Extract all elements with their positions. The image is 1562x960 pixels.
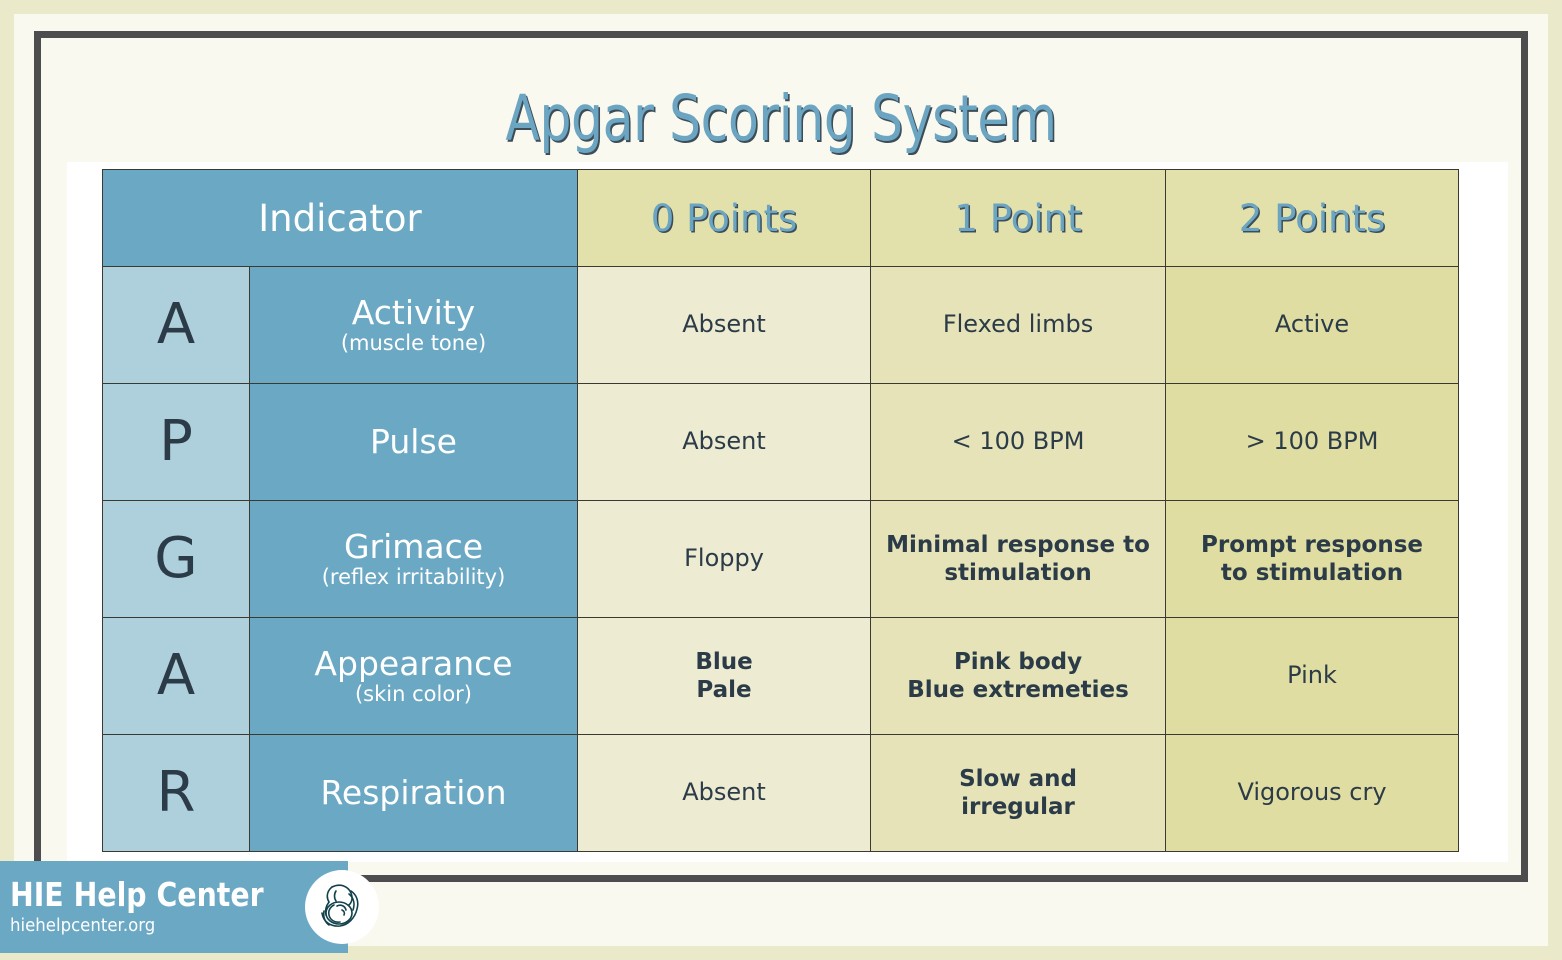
header-1-point: 1 Point (870, 169, 1167, 267)
logo-url: hiehelpcenter.org (10, 915, 156, 937)
logo-text-block: HIE Help Center hiehelpcenter.org (10, 874, 305, 937)
cell-line-1: Pink (1287, 661, 1337, 690)
indicator-label: Appearance (314, 644, 513, 684)
indicator-sublabel: (skin color) (354, 681, 473, 706)
apgar-scoring-table: Indicator 0 Points 1 Point 2 Points A Ac… (101, 169, 1460, 852)
cell-line-1: Absent (682, 778, 766, 807)
mother-and-baby-icon (321, 884, 359, 927)
cell-line-1: Pink body (953, 648, 1083, 675)
cell-1-point: Pink body Blue extremeties (870, 617, 1167, 735)
row-indicator-name: Respiration (248, 734, 579, 852)
indicator-sublabel: (reflex irritability) (321, 564, 506, 589)
cell-line-2: Blue extremeties (907, 677, 1129, 703)
cell-line-1: Flexed limbs (942, 310, 1094, 339)
cell-line-1: Minimal response to (886, 531, 1150, 558)
cell-1-point: Slow and irregular (870, 734, 1167, 852)
table-row: A Appearance (skin color) Blue Pale Pink… (102, 617, 1460, 735)
cell-line-1: < 100 BPM (951, 427, 1085, 456)
logo-name: HIE Help Center (10, 874, 264, 914)
cell-1-point: Flexed limbs (870, 266, 1167, 384)
cell-0-points: Floppy (577, 500, 872, 618)
row-letter: A (102, 266, 250, 384)
cell-line-2: irregular (961, 794, 1075, 820)
cell-1-point: < 100 BPM (870, 383, 1167, 501)
row-indicator-name: Activity (muscle tone) (248, 266, 579, 384)
cell-0-points: Absent (577, 734, 872, 852)
cell-2-points: Pink (1165, 617, 1460, 735)
cell-line-1: Vigorous cry (1237, 778, 1387, 807)
cell-line-1: Absent (682, 427, 766, 456)
cell-line-1: Prompt response (1201, 531, 1424, 558)
cell-line-2: to stimulation (1220, 560, 1404, 586)
cell-line-1: Floppy (684, 544, 764, 573)
table-row: G Grimace (reflex irritability) Floppy M… (102, 500, 1460, 618)
cell-line-1: Slow and (959, 765, 1077, 792)
cell-2-points: Prompt response to stimulation (1165, 500, 1460, 618)
row-letter: G (102, 500, 250, 618)
header-2-points: 2 Points (1165, 169, 1460, 267)
header-0-points: 0 Points (577, 169, 872, 267)
row-indicator-name: Grimace (reflex irritability) (248, 500, 579, 618)
row-letter: P (102, 383, 250, 501)
table-row: P Pulse Absent < 100 BPM > 100 BPM (102, 383, 1460, 501)
table-header-row: Indicator 0 Points 1 Point 2 Points (101, 169, 1460, 267)
table-row: A Activity (muscle tone) Absent Flexed l… (102, 266, 1460, 384)
indicator-label: Grimace (343, 527, 484, 567)
indicator-label: Pulse (370, 422, 457, 462)
header-indicator: Indicator (101, 169, 579, 267)
cell-line-2: Pale (696, 677, 752, 703)
page-title: Apgar Scoring System (505, 82, 1057, 155)
logo-badge (304, 870, 379, 944)
cell-line-1: Active (1274, 310, 1350, 339)
cell-line-1: Absent (682, 310, 766, 339)
indicator-label: Activity (351, 293, 476, 333)
row-letter: R (102, 734, 250, 852)
row-letter: A (102, 617, 250, 735)
cell-2-points: > 100 BPM (1165, 383, 1460, 501)
cell-2-points: Active (1165, 266, 1460, 384)
cell-line-2: stimulation (944, 560, 1092, 586)
indicator-sublabel: (muscle tone) (340, 330, 487, 355)
cell-0-points: Blue Pale (577, 617, 872, 735)
indicator-label: Respiration (320, 773, 507, 813)
cell-0-points: Absent (577, 266, 872, 384)
cell-line-1: Blue (695, 648, 753, 675)
hie-help-center-logo[interactable]: HIE Help Center hiehelpcenter.org (0, 861, 379, 953)
row-indicator-name: Appearance (skin color) (248, 617, 579, 735)
cell-line-1: > 100 BPM (1245, 427, 1379, 456)
cell-0-points: Absent (577, 383, 872, 501)
cell-2-points: Vigorous cry (1165, 734, 1460, 852)
row-indicator-name: Pulse (248, 383, 579, 501)
poster-frame: Apgar Scoring System Indicator 0 Points … (34, 31, 1528, 882)
table-row: R Respiration Absent Slow and irregular (102, 734, 1460, 852)
cell-1-point: Minimal response to stimulation (870, 500, 1167, 618)
